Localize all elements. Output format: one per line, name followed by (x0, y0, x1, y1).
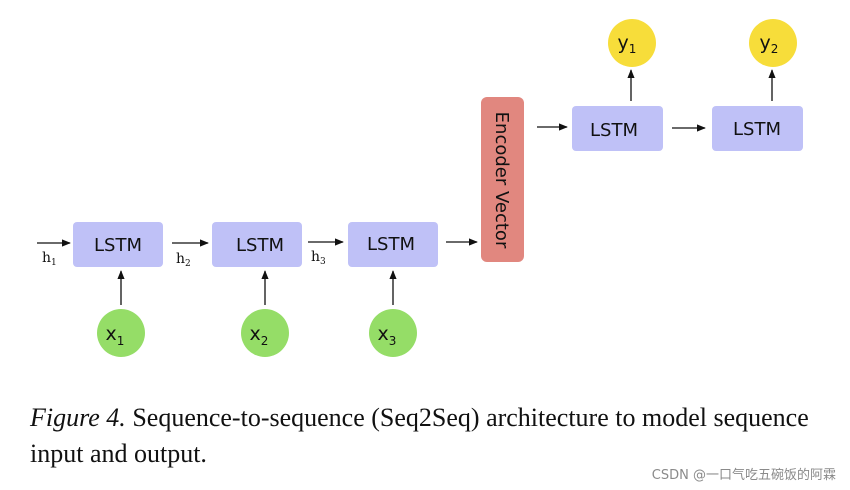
encoder-cell-2: h2 LSTM x2 (172, 222, 302, 357)
decoder-cell-1: LSTM y1 (572, 19, 663, 151)
encoder-cell-1: h1 LSTM x1 (37, 222, 163, 357)
output-label-2: y2 (760, 32, 779, 56)
decoder-cell-2: LSTM y2 (712, 19, 803, 151)
figure-caption: Figure 4. Sequence-to-sequence (Seq2Seq)… (30, 400, 830, 472)
input-node-2 (241, 309, 289, 357)
decoder-lstm-box-2 (712, 106, 803, 151)
lstm-box-1 (73, 222, 163, 267)
input-label-1: x1 (106, 323, 125, 348)
seq2seq-diagram: h1 LSTM x1 h2 LSTM x2 h3 LSTM x3 Encoder… (37, 19, 803, 357)
output-node-1 (608, 19, 656, 67)
encoder-vector: Encoder Vector (481, 97, 524, 262)
encoder-cell-3: h3 LSTM x3 (308, 222, 438, 357)
hidden-label-1: h1 (42, 250, 57, 268)
encoder-vector-box (481, 97, 524, 262)
lstm-box-3 (348, 222, 438, 267)
lstm-label-3: LSTM (367, 234, 415, 255)
caption-text: Sequence-to-sequence (Seq2Seq) architect… (30, 403, 809, 468)
lstm-box-2 (212, 222, 302, 267)
input-label-3: x3 (378, 323, 397, 348)
output-node-2 (749, 19, 797, 67)
figure-label: Figure 4. (30, 403, 126, 432)
hidden-label-3: h3 (311, 249, 326, 267)
decoder-lstm-label-1: LSTM (590, 120, 638, 141)
input-label-2: x2 (250, 323, 269, 348)
decoder-lstm-label-2: LSTM (733, 119, 781, 140)
hidden-label-2: h2 (176, 251, 191, 269)
output-label-1: y1 (618, 32, 637, 56)
encoder-vector-label: Encoder Vector (491, 112, 512, 249)
lstm-label-2: LSTM (236, 235, 284, 256)
decoder-lstm-box-1 (572, 106, 663, 151)
watermark: CSDN @一口气吃五碗饭的阿霖 (651, 468, 836, 483)
input-node-3 (369, 309, 417, 357)
lstm-label-1: LSTM (94, 235, 142, 256)
input-node-1 (97, 309, 145, 357)
